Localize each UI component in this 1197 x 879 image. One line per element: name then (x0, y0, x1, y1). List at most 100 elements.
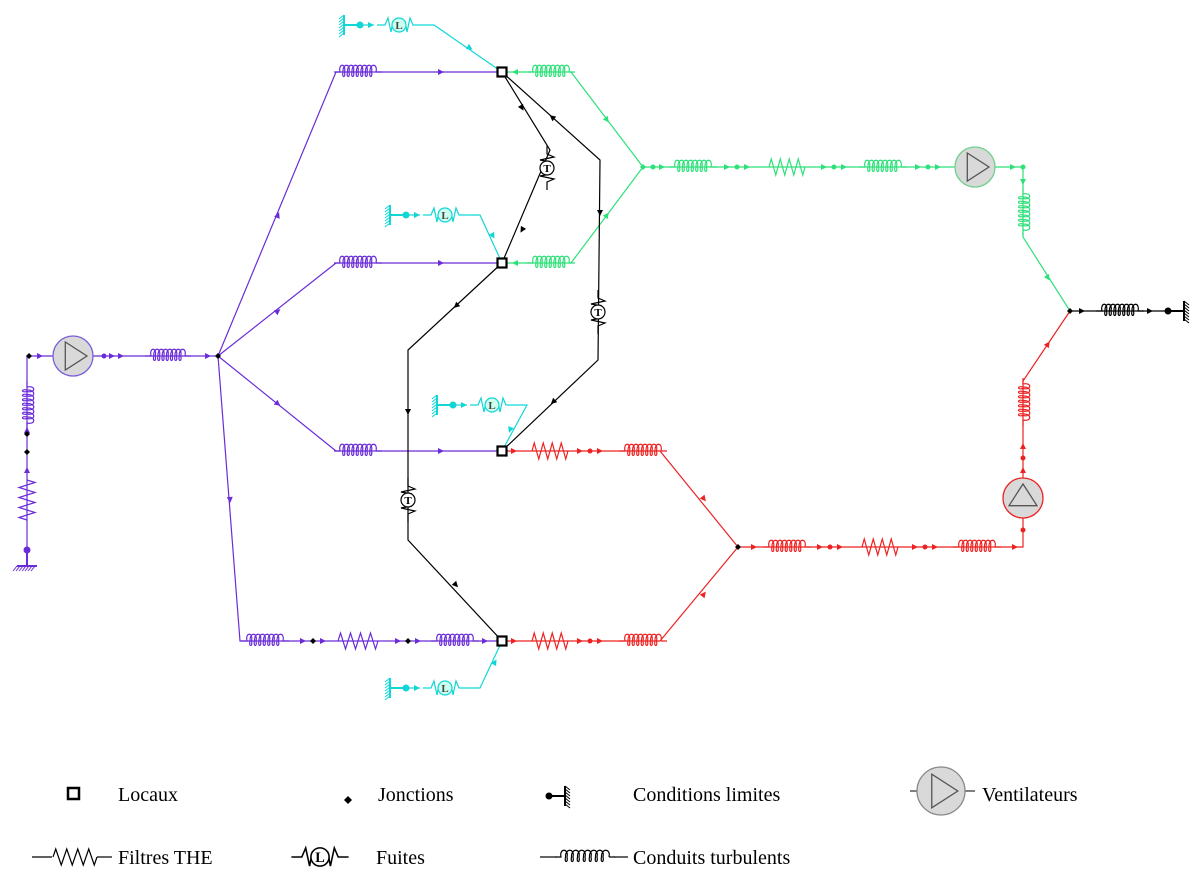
filter-zigzag (768, 156, 806, 178)
flow-arrow (817, 544, 823, 550)
flow-arrow (549, 115, 557, 122)
flow-arrow (24, 467, 30, 473)
flow-arrow (273, 309, 281, 316)
flow-arrow (395, 638, 401, 644)
connection-dot (925, 164, 931, 170)
flow-arrow (597, 448, 603, 454)
element-letter: L (488, 400, 495, 412)
element-letter: L (441, 683, 448, 695)
duct-line (502, 71, 644, 168)
flow-arrow (659, 164, 665, 170)
flow-arrow (724, 164, 730, 170)
legend-fuites-label: Fuites (376, 847, 425, 869)
duct-coil (1096, 303, 1144, 317)
connection-dot (827, 544, 833, 550)
flow-arrow (841, 164, 847, 170)
connection-dot (650, 164, 656, 170)
flow-arrow (520, 225, 527, 233)
duct-line (501, 71, 551, 264)
duct-coil (619, 633, 667, 647)
element-letter: L (315, 850, 325, 866)
connection-dot (1020, 527, 1026, 533)
connection-dot (734, 164, 740, 170)
flow-arrow (1010, 164, 1016, 170)
flow-arrow (744, 164, 750, 170)
duct-coil (859, 159, 907, 173)
flow-arrow (699, 494, 706, 502)
filter-zigzag (531, 440, 569, 462)
duct-line (467, 640, 503, 689)
junction-node (24, 449, 30, 455)
connection-dot (1020, 455, 1026, 461)
flow-arrow (414, 685, 420, 691)
flow-arrow (415, 638, 421, 644)
flow-arrow (118, 353, 124, 359)
flow-arrow (320, 638, 326, 644)
filter-zigzag (337, 630, 379, 652)
duct-coil (1017, 378, 1031, 426)
flow-arrow (837, 544, 843, 550)
legend-locaux: Locaux (66, 784, 178, 806)
flow-arrow (1043, 273, 1050, 281)
leak-icon: L (291, 845, 349, 867)
connection-dot (587, 448, 593, 454)
flow-arrow (1012, 544, 1018, 550)
boundary-condition (1164, 300, 1190, 324)
flow-arrow (109, 353, 115, 359)
flow-arrow (915, 164, 921, 170)
leak-element: L (470, 396, 514, 413)
flow-arrow (24, 427, 30, 433)
transfer-element: T (539, 146, 556, 190)
duct-line (995, 166, 1071, 312)
connection-dot (831, 164, 837, 170)
duct-coil (669, 159, 717, 173)
flow-arrow (508, 426, 514, 433)
junction-node (640, 164, 646, 170)
duct-coil (334, 255, 382, 269)
flow-arrow (488, 231, 495, 239)
fan (52, 335, 94, 377)
duct-coil (555, 849, 615, 863)
boundary-condition-icon (545, 785, 571, 809)
duct-coil (619, 443, 667, 457)
junction-node (310, 638, 316, 644)
junction-node (1067, 308, 1073, 314)
junction-node (735, 544, 741, 550)
legend-jonctions-label: Jonctions (378, 784, 454, 806)
junction-icon (344, 796, 352, 804)
flow-arrow (602, 212, 609, 220)
connection-dot (1020, 164, 1026, 170)
transfer-element: T (400, 478, 417, 522)
duct-coil (1017, 188, 1031, 236)
flow-arrow (577, 638, 583, 644)
duct-line (467, 214, 503, 264)
boundary-condition (384, 677, 410, 701)
legend-fuites: L Fuites (291, 845, 425, 869)
room-node (496, 445, 508, 457)
legend-filtres: Filtres THE (32, 847, 213, 869)
boundary-condition (338, 14, 364, 38)
duct-coil (431, 633, 479, 647)
flow-arrow (438, 448, 444, 454)
fan (954, 146, 996, 188)
element-letter: T (594, 307, 602, 319)
fan-icon (910, 766, 975, 816)
filter-zigzag (861, 536, 899, 558)
duct-coil (1017, 188, 1031, 236)
leak-element: L (291, 845, 349, 867)
duct-coil (953, 539, 1001, 553)
boundary-condition (384, 204, 410, 228)
flow-arrow (821, 164, 827, 170)
network-nodes (24, 66, 1073, 647)
duct-line (502, 166, 644, 264)
leak-element: L (423, 679, 467, 696)
duct-coil (145, 348, 191, 362)
flow-arrow (511, 638, 517, 644)
flow-arrow (438, 260, 444, 266)
flow-arrow (597, 210, 603, 216)
flow-arrow (751, 544, 757, 550)
flow-arrow (597, 638, 603, 644)
flow-arrow (482, 638, 488, 644)
